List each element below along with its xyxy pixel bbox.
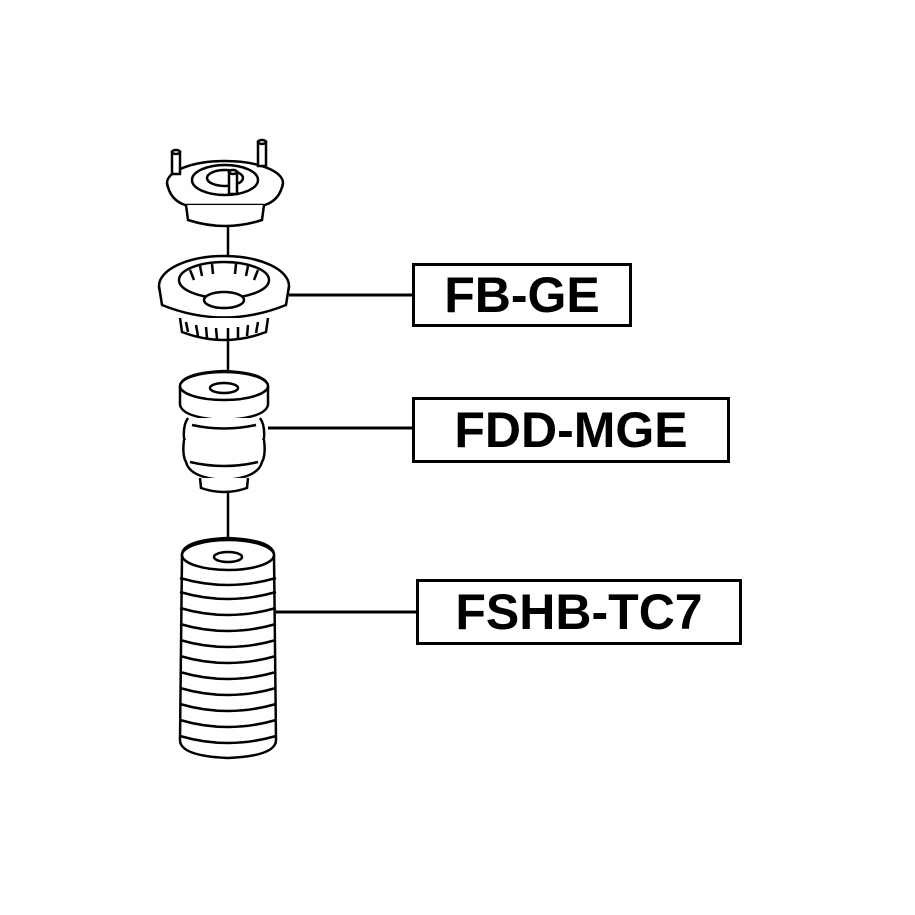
part-label-fdd-mge: FDD-MGE <box>412 397 730 463</box>
dust-boot-icon <box>178 536 278 760</box>
strut-mount-icon <box>165 138 285 228</box>
bearing-icon <box>157 254 291 342</box>
part-label-fshb-tc7: FSHB-TC7 <box>416 579 742 645</box>
leader-lines <box>268 293 416 614</box>
bump-stop-icon <box>178 369 270 494</box>
part-label-fb-ge: FB-GE <box>412 263 632 327</box>
